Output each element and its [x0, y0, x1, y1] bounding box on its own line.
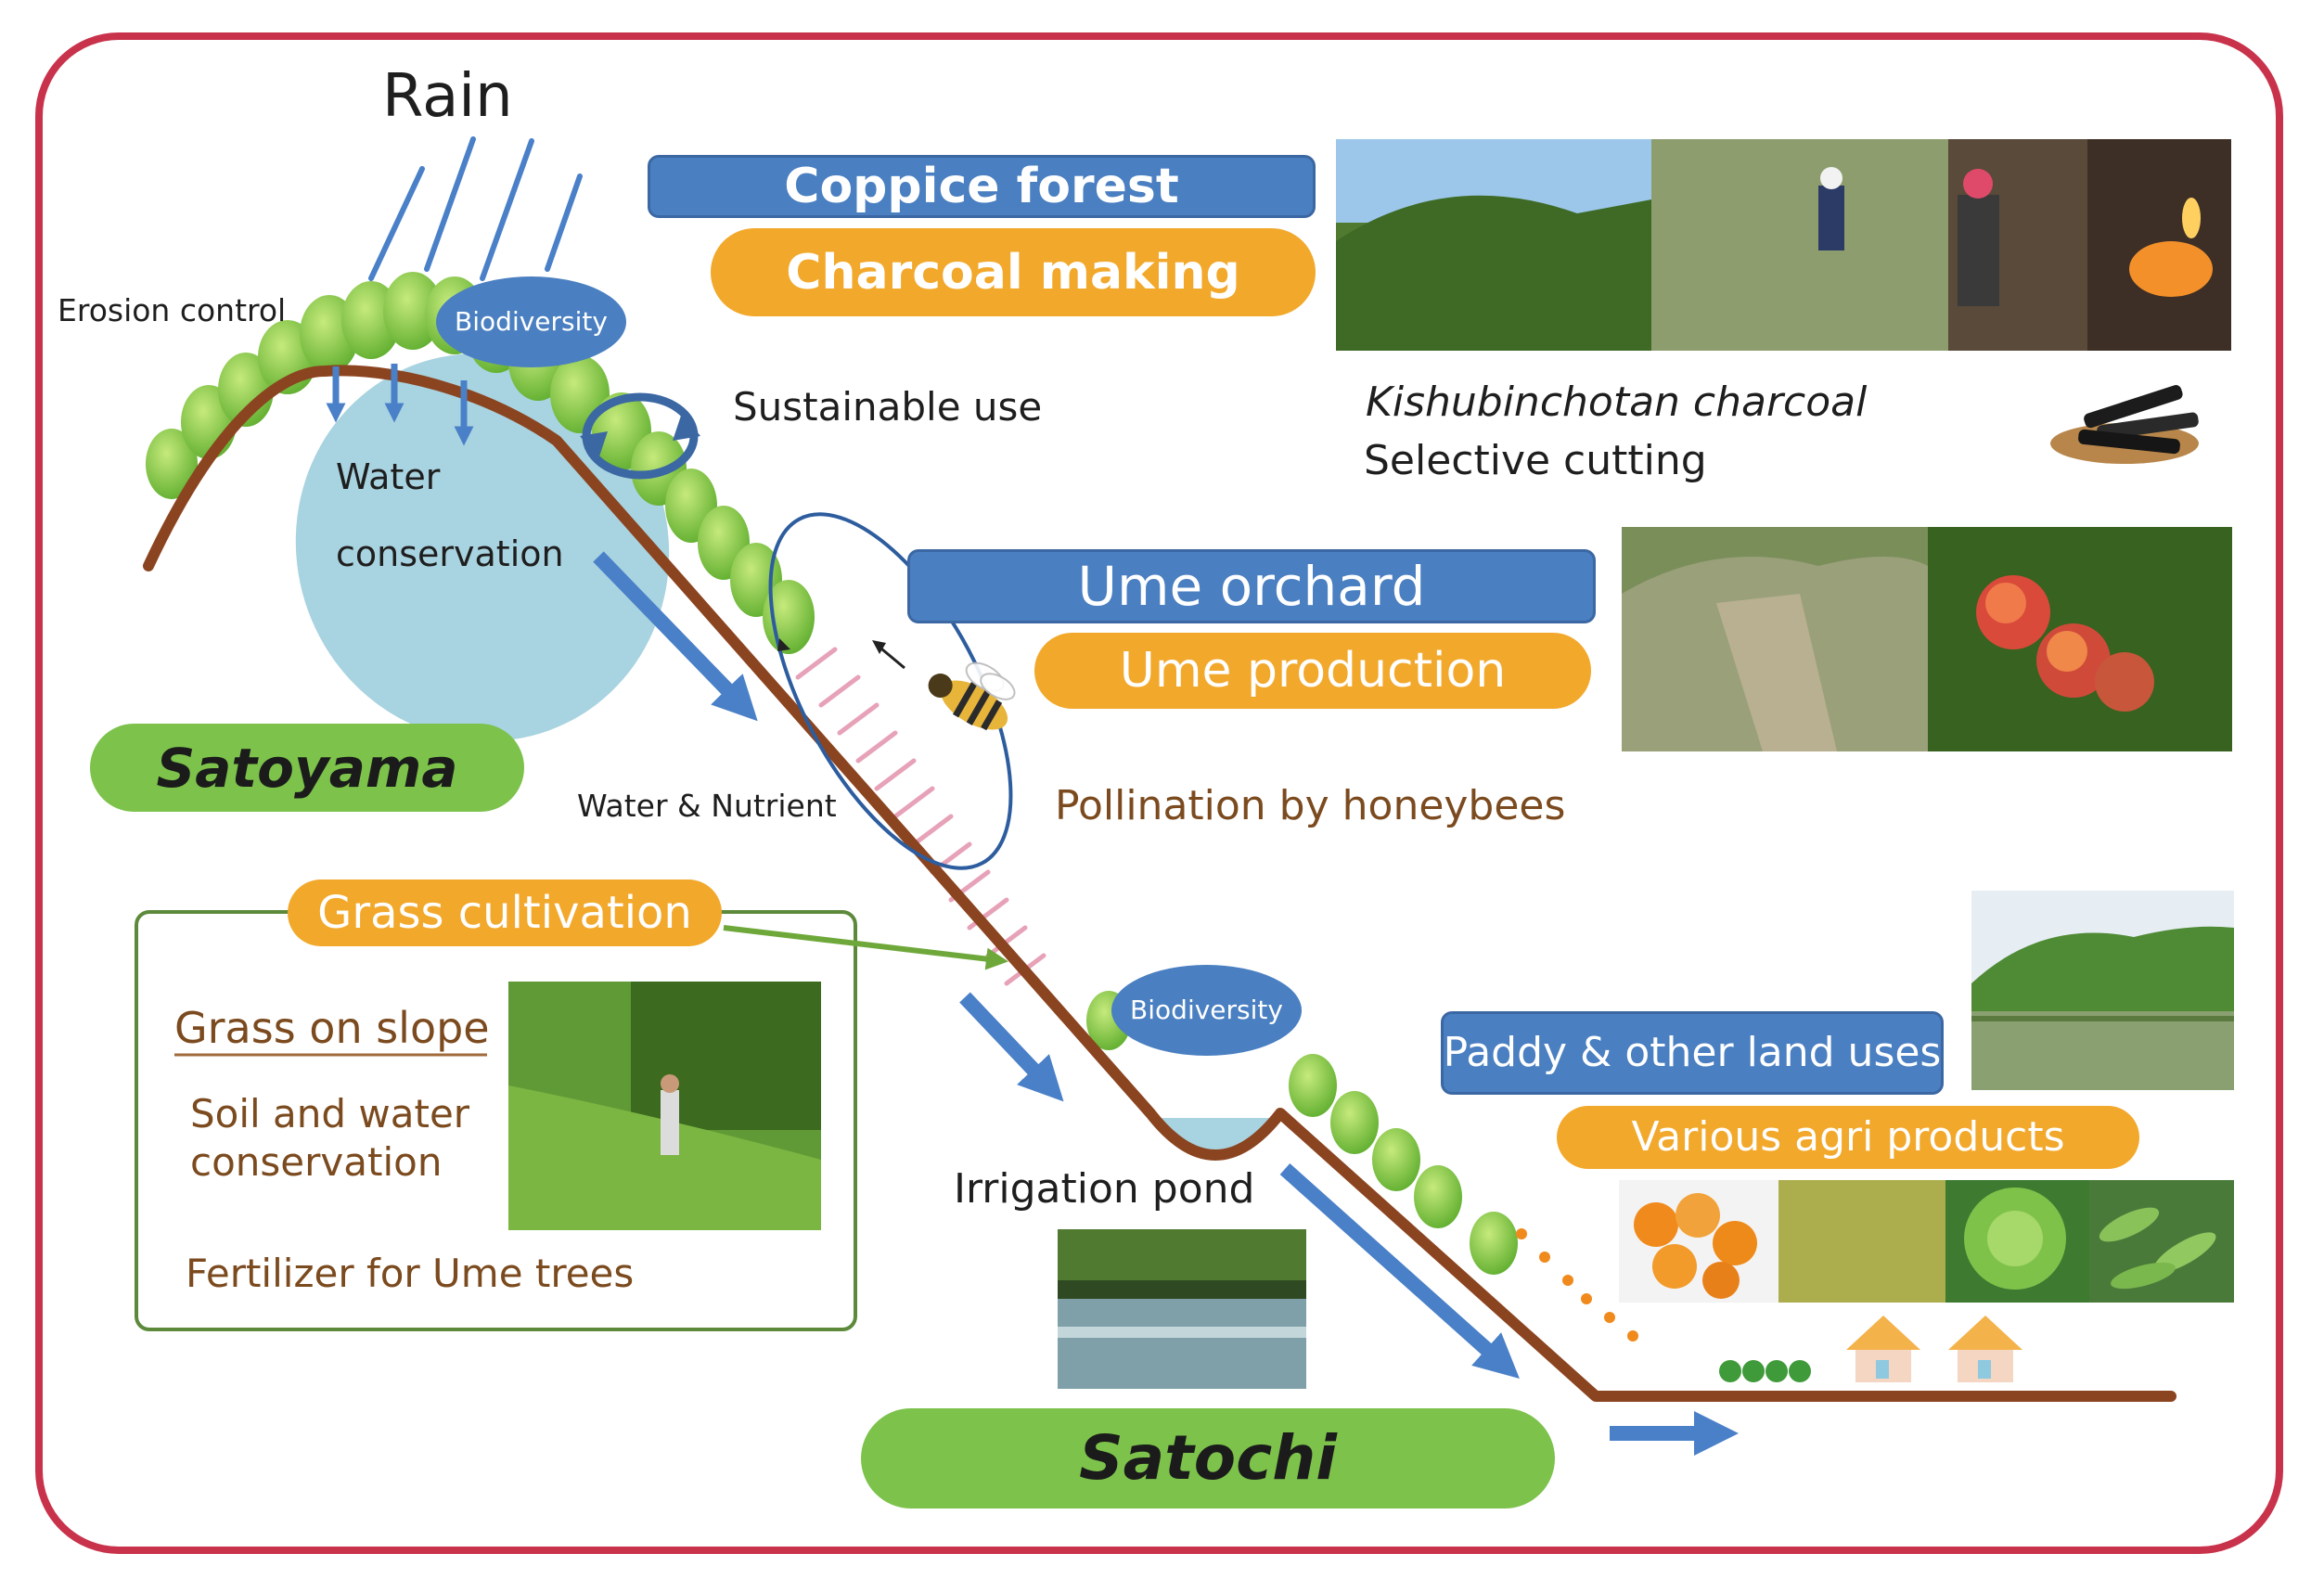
ume-production-label: Ume production	[1034, 633, 1591, 709]
soil-water-label-line1: Soil and water	[190, 1091, 470, 1136]
water-nutrient-label: Water & Nutrient	[577, 788, 837, 824]
photo-rice	[1778, 1180, 1945, 1303]
erosion-control-label: Erosion control	[58, 292, 287, 328]
coppice-forest-label: Coppice forest	[648, 155, 1316, 218]
grass-cultivation-label: Grass cultivation	[288, 879, 722, 946]
lower-trees	[1086, 991, 1518, 1275]
sustainable-use-label: Sustainable use	[733, 384, 1043, 430]
rain-label: Rain	[382, 62, 513, 131]
selective-cutting-label: Selective cutting	[1364, 437, 1707, 484]
honeybee-icon	[928, 661, 1016, 731]
photo-grass-slope	[508, 982, 821, 1230]
house-icon	[1846, 1316, 1920, 1382]
photo-mandarin-oranges	[1619, 1180, 1778, 1303]
soil-water-label-line2: conservation	[190, 1139, 443, 1185]
photo-coppice-forest	[1336, 139, 1651, 351]
kishubinchotan-label: Kishubinchotan charcoal	[1366, 379, 1868, 426]
orange-trees	[1516, 1228, 1638, 1342]
house-icon	[1948, 1316, 2022, 1382]
flow-arrows	[593, 551, 1739, 1456]
photo-ume-fruit	[1928, 527, 2232, 751]
photo-paddy-field	[1971, 891, 2234, 1090]
various-agri-label: Various agri products	[1557, 1106, 2139, 1169]
photo-charcoal-kiln	[1948, 139, 2231, 351]
satochi-label: Satochi	[861, 1408, 1555, 1509]
water-label: Water	[336, 456, 441, 497]
biodiversity-badge-mid: Biodiversity	[1111, 965, 1302, 1056]
ume-orchard-label: Ume orchard	[907, 549, 1596, 623]
biodiversity-badge-top: Biodiversity	[436, 276, 626, 367]
photo-selective-cutting	[1651, 139, 1948, 351]
photo-cabbage	[1945, 1180, 2089, 1303]
conservation-label: conservation	[336, 533, 564, 574]
photo-binchotan-charcoal	[2050, 385, 2199, 464]
charcoal-making-label: Charcoal making	[711, 228, 1316, 316]
photo-ume-orchard	[1622, 527, 1928, 751]
satoyama-label: Satoyama	[90, 724, 524, 812]
water-conservation-area	[295, 353, 670, 741]
irrigation-pond-label: Irrigation pond	[954, 1165, 1255, 1213]
photo-peas	[2089, 1180, 2234, 1303]
photo-irrigation-pond	[1058, 1229, 1306, 1389]
infiltration-arrows	[326, 364, 474, 446]
pollination-loop	[768, 512, 1013, 870]
paddy-label: Paddy & other land uses	[1441, 1011, 1944, 1095]
grass-on-slope-label: Grass on slope	[174, 1003, 490, 1053]
grass-cultivation-arrow	[723, 925, 1008, 970]
crops	[1719, 1360, 1811, 1382]
fertilizer-label: Fertilizer for Ume trees	[186, 1251, 635, 1296]
rain-lines	[368, 136, 583, 281]
slope-profile	[143, 365, 2176, 1402]
pollination-label: Pollination by honeybees	[1055, 782, 1566, 829]
